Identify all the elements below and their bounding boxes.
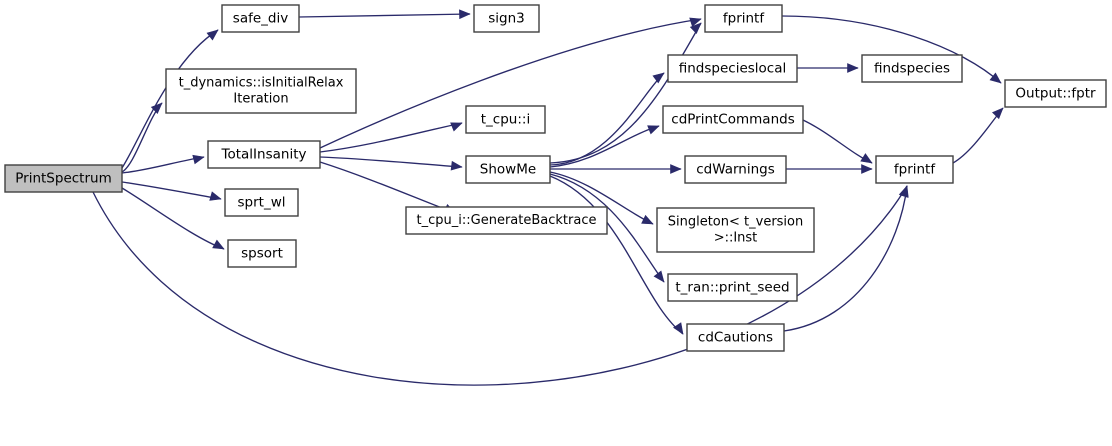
- node-box-findspecies[interactable]: [861, 54, 963, 83]
- edge-printspectrum-to-spsort: [121, 187, 225, 250]
- node-box-sprt_wl[interactable]: [224, 188, 299, 217]
- node-label-findspecieslocal: findspecieslocal: [679, 61, 787, 77]
- edge-totalinsanity-to-fprintf_top: [319, 17, 702, 149]
- node-box-cdwarnings[interactable]: [684, 155, 787, 184]
- node-label-singleton: >::Inst: [714, 231, 758, 246]
- node-box-singleton[interactable]: [656, 207, 815, 253]
- edge-layer: [92, 9, 1004, 386]
- node-label-printspectrum: PrintSpectrum: [15, 171, 111, 187]
- node-label-sprt_wl: sprt_wl: [238, 195, 286, 211]
- node-totalinsanity[interactable]: TotalInsanity: [207, 140, 321, 169]
- node-label-t_dynamics: t_dynamics::isInitialRelax: [179, 76, 344, 91]
- node-box-sign3[interactable]: [473, 4, 540, 33]
- node-label-t_cpu_i: t_cpu::i: [481, 112, 530, 128]
- node-label-safe_div: safe_div: [233, 11, 288, 27]
- node-box-spsort[interactable]: [227, 239, 297, 268]
- edge-printspectrum-to-sprt_wl: [121, 181, 222, 201]
- node-label-spsort: spsort: [241, 246, 283, 262]
- node-box-safe_div[interactable]: [221, 4, 300, 33]
- node-printspectrum[interactable]: PrintSpectrum: [4, 164, 123, 193]
- node-showme[interactable]: ShowMe: [465, 155, 551, 184]
- node-box-generatebacktrace[interactable]: [405, 206, 608, 235]
- node-box-t_dynamics[interactable]: [165, 68, 357, 114]
- node-sprt_wl[interactable]: sprt_wl: [224, 188, 299, 217]
- edge-showme-to-t_ran_print_seed: [549, 173, 665, 283]
- edge-showme-to-cdwarnings: [549, 164, 682, 174]
- node-output_fptr[interactable]: Output::fptr: [1004, 79, 1107, 108]
- node-box-cdcautions[interactable]: [686, 323, 785, 352]
- edge-totalinsanity-to-showme: [319, 156, 463, 171]
- node-label-findspecies: findspecies: [874, 61, 950, 77]
- node-label-fprintf_top: fprintf: [723, 11, 765, 27]
- edge-showme-to-cdprintcommands: [549, 125, 660, 168]
- node-generatebacktrace[interactable]: t_cpu_i::GenerateBacktrace: [405, 206, 608, 235]
- node-label-cdprintcommands: cdPrintCommands: [671, 112, 794, 128]
- edge-findspecieslocal-to-findspecies: [797, 63, 859, 73]
- edge-showme-to-cdcautions: [549, 175, 684, 335]
- node-findspecieslocal[interactable]: findspecieslocal: [667, 54, 798, 83]
- node-box-t_cpu_i[interactable]: [465, 105, 546, 134]
- edge-showme-to-findspecieslocal: [549, 72, 665, 166]
- edge-totalinsanity-to-generatebacktrace: [319, 161, 456, 214]
- node-label-output_fptr: Output::fptr: [1015, 86, 1096, 102]
- node-singleton[interactable]: Singleton< t_version>::Inst: [656, 207, 815, 253]
- node-box-findspecieslocal[interactable]: [667, 54, 798, 83]
- node-t_ran_print_seed[interactable]: t_ran::print_seed: [667, 273, 798, 302]
- node-findspecies[interactable]: findspecies: [861, 54, 963, 83]
- node-cdcautions[interactable]: cdCautions: [686, 323, 785, 352]
- node-box-printspectrum[interactable]: [4, 164, 123, 193]
- edge-fprintf_mid-to-output_fptr: [952, 107, 1004, 164]
- node-box-output_fptr[interactable]: [1004, 79, 1107, 108]
- edge-cdwarnings-to-fprintf_mid: [785, 164, 873, 174]
- node-box-fprintf_mid[interactable]: [875, 155, 954, 184]
- node-box-cdprintcommands[interactable]: [662, 105, 804, 134]
- node-fprintf_mid[interactable]: fprintf: [875, 155, 954, 184]
- node-box-t_ran_print_seed[interactable]: [667, 273, 798, 302]
- node-t_cpu_i[interactable]: t_cpu::i: [465, 105, 546, 134]
- node-layer: PrintSpectrum safe_divt_dynamics::isIniti…: [4, 4, 1107, 352]
- edge-cdprintcommands-to-fprintf_mid: [802, 119, 873, 164]
- node-spsort[interactable]: spsort: [227, 239, 297, 268]
- node-cdprintcommands[interactable]: cdPrintCommands: [662, 105, 804, 134]
- node-sign3[interactable]: sign3: [473, 4, 540, 33]
- node-fprintf_top[interactable]: fprintf: [704, 4, 783, 33]
- node-box-showme[interactable]: [465, 155, 551, 184]
- node-label-sign3: sign3: [488, 11, 525, 27]
- edge-printspectrum-to-totalinsanity: [121, 154, 205, 174]
- node-cdwarnings[interactable]: cdWarnings: [684, 155, 787, 184]
- node-label-generatebacktrace: t_cpu_i::GenerateBacktrace: [417, 213, 597, 228]
- edge-fprintf_top-to-output_fptr: [781, 15, 1002, 84]
- edge-safe_div-to-sign3: [298, 9, 471, 20]
- node-box-fprintf_top[interactable]: [704, 4, 783, 33]
- node-label-singleton: Singleton< t_version: [668, 215, 804, 230]
- node-label-showme: ShowMe: [480, 162, 536, 178]
- edge-showme-to-singleton: [549, 171, 654, 225]
- node-safe_div[interactable]: safe_div: [221, 4, 300, 33]
- node-label-totalinsanity: TotalInsanity: [221, 147, 307, 163]
- node-label-cdcautions: cdCautions: [698, 330, 773, 346]
- edge-totalinsanity-to-t_cpu_i: [319, 122, 463, 153]
- node-label-t_dynamics: Iteration: [233, 92, 288, 107]
- node-label-fprintf_mid: fprintf: [894, 162, 936, 178]
- edge-printspectrum-to-t_dynamics: [121, 102, 163, 173]
- edge-printspectrum-to-safe_div: [121, 29, 219, 169]
- edge-cdcautions-to-fprintf_mid: [783, 185, 909, 332]
- node-label-cdwarnings: cdWarnings: [696, 162, 775, 178]
- node-label-t_ran_print_seed: t_ran::print_seed: [675, 280, 789, 296]
- edge-showme-to-fprintf_top: [549, 22, 702, 164]
- node-box-totalinsanity[interactable]: [207, 140, 321, 169]
